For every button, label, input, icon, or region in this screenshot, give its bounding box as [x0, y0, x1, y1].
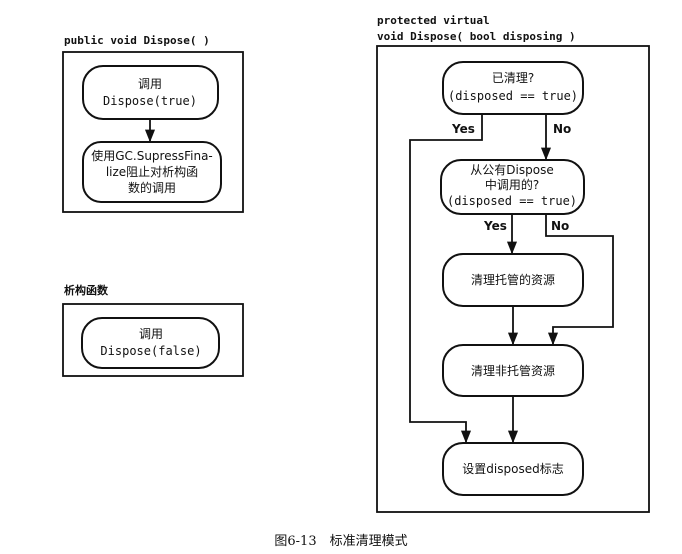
edge-label-cleaned-no: No [553, 122, 571, 136]
node-call-dispose-true: 调用 Dispose(true) [82, 65, 219, 120]
node-called-from-public: 从公有Dispose 中调用的? (disposed == true) [440, 159, 585, 215]
edge-label-from-public-yes: Yes [483, 219, 507, 233]
edge-from-public-no [545, 214, 614, 346]
panel-finalizer [62, 303, 244, 377]
node-suppress-finalize-line3: 数的调用 [128, 180, 176, 195]
panel-title-protected-line1: protected virtual [377, 14, 490, 27]
node-suppress-finalize: 使用GC.SupressFina- lize阻止对析构函 数的调用 [82, 141, 222, 203]
node-clean-unmanaged-label: 清理非托管资源 [471, 363, 555, 378]
panel-title-finalizer: 析构函数 [64, 283, 109, 297]
figure-caption: 图6-13 标准清理模式 [274, 534, 407, 549]
panel-title-protected-line2: void Dispose( bool disposing ) [377, 30, 576, 43]
node-suppress-finalize-line2: lize阻止对析构函 [106, 164, 198, 179]
node-call-dispose-true-line1: 调用 [138, 77, 162, 91]
panel-title-public-dispose: public void Dispose( ) [64, 34, 210, 47]
node-call-dispose-false-line2: Dispose(false) [100, 344, 201, 358]
node-called-from-public-line2: 中调用的? [485, 177, 539, 192]
edge-label-cleaned-yes: Yes [451, 122, 475, 136]
node-already-cleaned: 已清理? (disposed == true) [442, 61, 584, 115]
node-clean-managed-label: 清理托管的资源 [471, 272, 555, 287]
node-called-from-public-line1: 从公有Dispose [470, 163, 553, 177]
node-set-disposed-flag-label: 设置disposed标志 [462, 462, 563, 476]
edge-cleaned-yes [409, 114, 483, 444]
node-clean-unmanaged: 清理非托管资源 [442, 344, 584, 397]
node-already-cleaned-line2: (disposed == true) [448, 89, 578, 103]
node-clean-managed: 清理托管的资源 [442, 253, 584, 307]
node-called-from-public-line3: (disposed == true) [447, 194, 577, 208]
edge-label-from-public-no: No [551, 219, 569, 233]
node-already-cleaned-line1: 已清理? [492, 71, 534, 85]
node-call-dispose-false: 调用 Dispose(false) [81, 317, 220, 369]
panel-public-dispose [62, 51, 244, 213]
node-call-dispose-false-line1: 调用 [139, 327, 163, 341]
node-call-dispose-true-line2: Dispose(true) [103, 94, 197, 108]
node-suppress-finalize-line1: 使用GC.SupressFina- [91, 148, 213, 163]
node-set-disposed-flag: 设置disposed标志 [442, 442, 584, 496]
panel-protected-dispose [376, 45, 650, 513]
